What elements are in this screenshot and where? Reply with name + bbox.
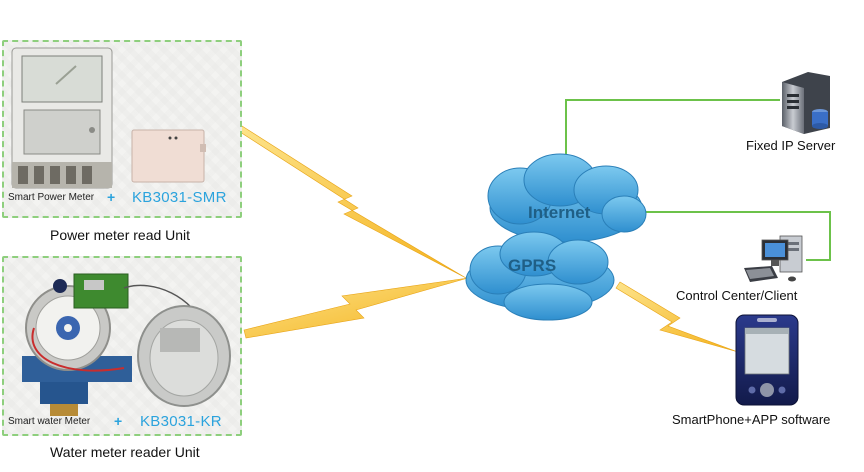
bolt-gprs-to-phone <box>615 281 739 353</box>
server-icon <box>782 72 830 134</box>
server-label: Fixed IP Server <box>746 138 836 153</box>
power-meter-unit-box: Smart Power Meter + KB3031-SMR <box>2 40 242 218</box>
water-plus-sign: + <box>114 413 123 429</box>
computer-icon <box>744 235 803 282</box>
link-to-control <box>640 211 831 261</box>
smartphone-label: SmartPhone+APP software <box>672 412 831 427</box>
power-meter-label: Smart Power Meter <box>8 192 95 203</box>
gprs-cloud <box>465 231 615 321</box>
bolt-water-to-gprs <box>243 277 469 339</box>
control-center-label: Control Center/Client <box>676 288 798 303</box>
power-unit-caption: Power meter read Unit <box>50 227 191 243</box>
link-to-server <box>565 99 780 168</box>
internet-cloud <box>487 153 647 243</box>
phone-icon <box>735 314 799 406</box>
water-module-model: KB3031-KR <box>140 413 222 430</box>
power-meter-illustration <box>11 47 206 189</box>
lightning-bolts <box>239 125 739 353</box>
water-unit-caption: Water meter reader Unit <box>50 444 200 460</box>
power-module-model: KB3031-SMR <box>132 189 227 206</box>
water-meter-unit-box: Smart water Meter + KB3031-KR <box>2 256 242 436</box>
power-plus-sign: + <box>107 189 116 205</box>
water-meter-label: Smart water Meter <box>8 416 91 427</box>
water-meter-illustration <box>22 273 231 416</box>
link-lines <box>565 99 831 261</box>
internet-label: Internet <box>528 203 591 222</box>
gprs-label: GPRS <box>508 256 557 275</box>
bolt-power-to-gprs <box>239 125 467 279</box>
